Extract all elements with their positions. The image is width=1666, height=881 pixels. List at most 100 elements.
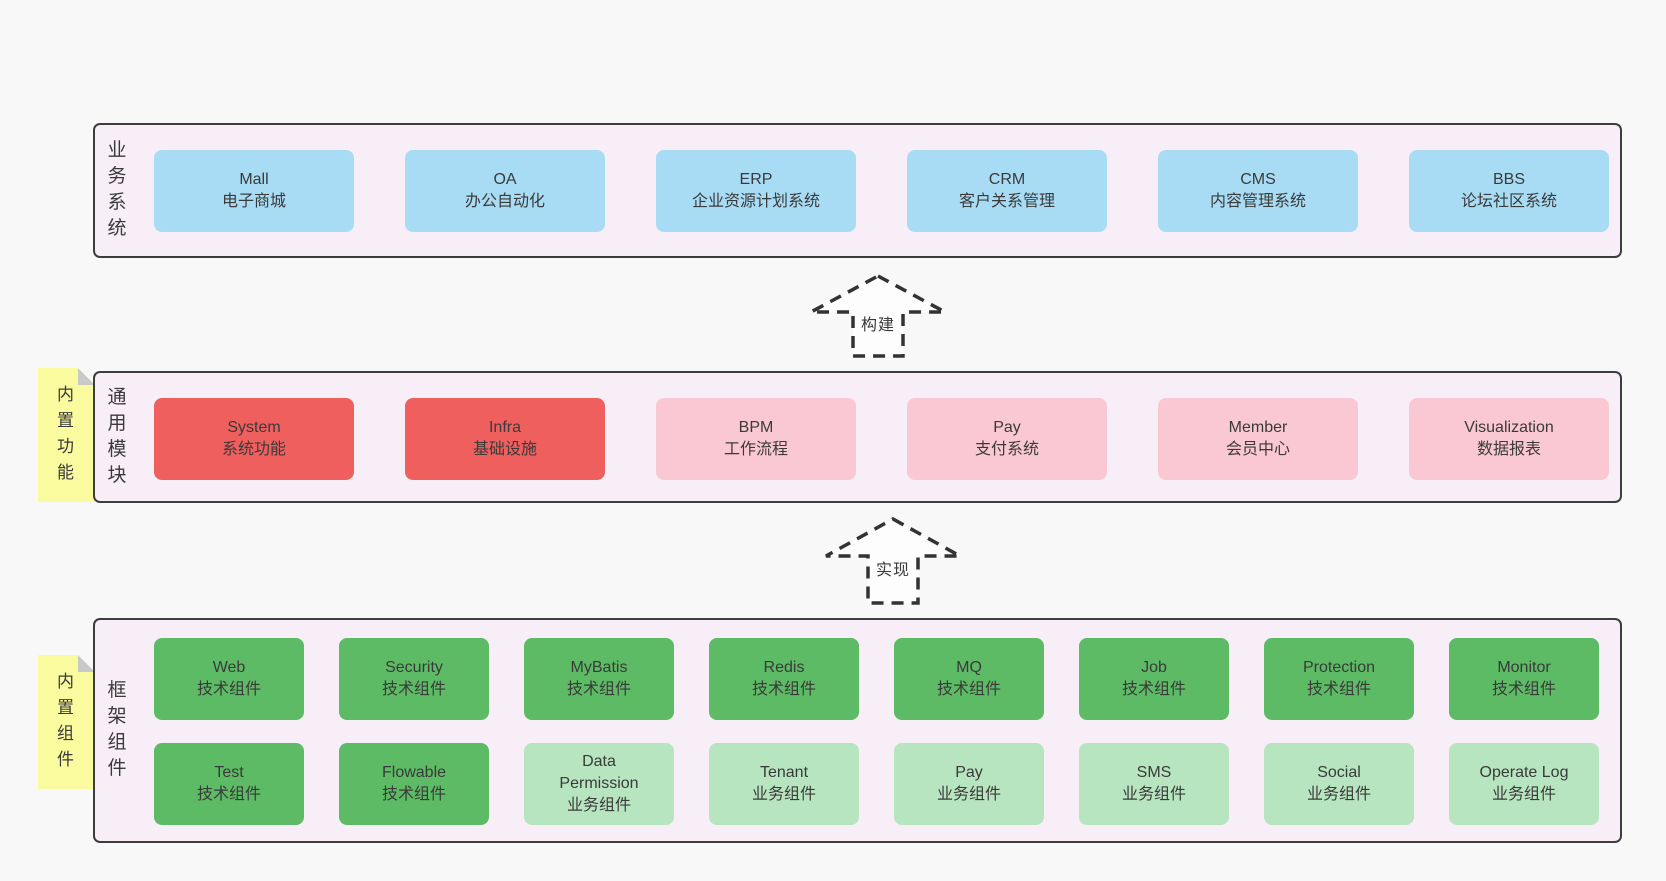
box-subtitle: 会员中心 [1225,441,1290,458]
box-crm: CRM 客户关系管理 [907,150,1107,232]
layer-label: 业 务 系 统 [107,140,127,239]
box-subtitle: 工作流程 [723,441,788,458]
box-title: OA [493,171,517,188]
up-arrow-dashed-icon [825,517,961,605]
box-subtitle: 数据报表 [1476,441,1541,458]
box-cms: CMS 内容管理系统 [1158,150,1358,232]
box-monitor: Monitor 技术组件 [1449,638,1599,720]
box-title: BPM [738,419,774,436]
box-subtitle: 技术组件 [196,681,261,698]
box-bpm: BPM 工作流程 [656,398,856,480]
box-title: Job [1141,659,1167,676]
box-subtitle: 系统功能 [221,441,286,458]
box-title: MyBatis [570,659,628,676]
box-title: Pay [993,419,1021,436]
box-visualization: Visualization 数据报表 [1409,398,1609,480]
box-subtitle: 业务组件 [936,786,1001,803]
box-subtitle: 电子商城 [221,193,286,210]
box-subtitle: 技术组件 [566,681,631,698]
box-flowable: Flowable 技术组件 [339,743,489,825]
build-arrow-icon: 构建 [808,273,948,359]
box-title: Social [1317,764,1361,781]
layer-label: 通 用 模 块 [107,387,127,486]
box-operate-log: Operate Log 业务组件 [1449,743,1599,825]
box-subtitle: 业务组件 [1121,786,1186,803]
box-subtitle: 业务组件 [566,797,631,814]
box-subtitle: 技术组件 [936,681,1001,698]
box-title: Operate Log [1479,764,1569,781]
up-arrow-dashed-icon [810,274,946,358]
box-pay: Pay 支付系统 [907,398,1107,480]
box-subtitle: 论坛社区系统 [1460,193,1557,210]
box-test: Test 技术组件 [154,743,304,825]
box-title: SMS [1136,764,1172,781]
box-title: System [227,419,281,436]
box-web: Web 技术组件 [154,638,304,720]
box-subtitle: 技术组件 [751,681,816,698]
arrow-label: 构建 [860,316,896,334]
box-title: Monitor [1497,659,1551,676]
box-data-permission: Data Permission 业务组件 [524,743,674,825]
box-title: ERP [739,171,773,188]
box-title: BBS [1492,171,1525,188]
box-pay: Pay 业务组件 [894,743,1044,825]
box-protection: Protection 技术组件 [1264,638,1414,720]
box-title: CMS [1240,171,1276,188]
box-subtitle: 技术组件 [1306,681,1371,698]
box-mybatis: MyBatis 技术组件 [524,638,674,720]
box-subtitle: 技术组件 [1491,681,1556,698]
box-subtitle: 技术组件 [196,786,261,803]
note-text: 内 置 功 能 [57,385,74,482]
box-bbs: BBS 论坛社区系统 [1409,150,1609,232]
box-title: Pay [955,764,983,781]
box-title: Member [1228,419,1288,436]
box-subtitle: 客户关系管理 [958,193,1055,210]
box-title: MQ [956,659,982,676]
box-title: Web [212,659,246,676]
box-subtitle: 技术组件 [1121,681,1186,698]
box-mall: Mall 电子商城 [154,150,354,232]
box-sms: SMS 业务组件 [1079,743,1229,825]
box-title: Tenant [759,764,809,781]
box-mq: MQ 技术组件 [894,638,1044,720]
layer-label: 框 架 组 件 [107,680,127,779]
box-security: Security 技术组件 [339,638,489,720]
sticky-note-builtin-features: 内 置 功 能 [38,368,95,502]
box-title: Test [214,764,244,781]
box-title: CRM [988,171,1026,188]
box-subtitle: 业务组件 [751,786,816,803]
box-member: Member 会员中心 [1158,398,1358,480]
box-subtitle: 技术组件 [381,681,446,698]
arrow-label: 实现 [875,562,911,580]
box-title: Flowable [381,764,447,781]
box-title: Protection [1302,659,1376,676]
box-title: Visualization [1464,419,1554,436]
box-subtitle: 内容管理系统 [1209,193,1306,210]
note-text: 内 置 组 件 [57,672,74,769]
box-job: Job 技术组件 [1079,638,1229,720]
box-title: Data Permission [559,753,639,792]
box-title: Security [385,659,443,676]
implement-arrow-icon: 实现 [823,516,963,606]
box-tenant: Tenant 业务组件 [709,743,859,825]
box-system: System 系统功能 [154,398,354,480]
box-title: Mall [239,171,269,188]
box-subtitle: 业务组件 [1306,786,1371,803]
box-social: Social 业务组件 [1264,743,1414,825]
box-title: Redis [763,659,805,676]
box-subtitle: 技术组件 [381,786,446,803]
sticky-note-builtin-components: 内 置 组 件 [38,655,95,789]
box-subtitle: 业务组件 [1491,786,1556,803]
box-subtitle: 基础设施 [472,441,537,458]
box-redis: Redis 技术组件 [709,638,859,720]
box-subtitle: 支付系统 [974,441,1039,458]
